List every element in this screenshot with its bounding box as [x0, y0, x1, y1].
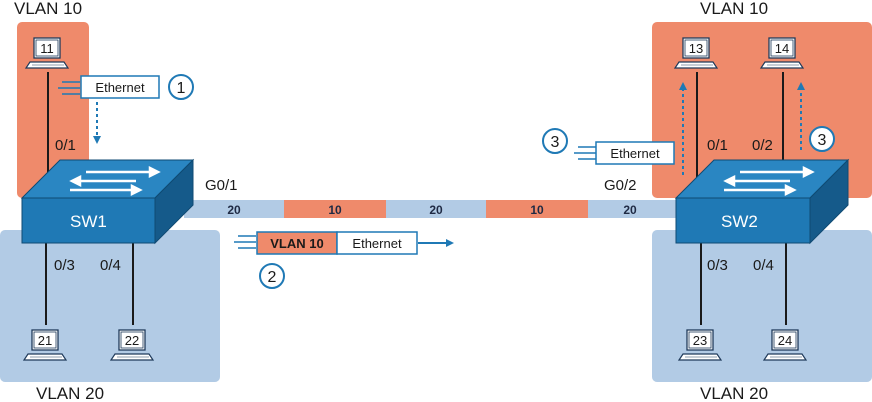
trunk-segment-label: 10 — [328, 203, 342, 217]
sw1-vlan20-label: VLAN 20 — [36, 384, 104, 402]
trunk-segment — [486, 200, 588, 218]
pc-14[interactable]: 14 — [760, 37, 804, 69]
step1-frame-label: Ethernet — [95, 80, 145, 95]
step1-number: 1 — [177, 80, 186, 97]
pc-24-label: 24 — [778, 333, 792, 348]
switch-sw2[interactable]: SW2 — [674, 158, 850, 245]
step3-badge-left: 3 — [542, 128, 568, 154]
port-sw2-03: 0/3 — [707, 257, 728, 274]
trunk-segment — [184, 200, 284, 218]
step2-frame: VLAN 10 Ethernet — [234, 231, 454, 255]
port-sw2-04: 0/4 — [753, 257, 774, 274]
port-sw2-02: 0/2 — [752, 137, 773, 154]
switch-sw1[interactable]: SW1 — [20, 158, 195, 245]
cables — [45, 72, 787, 325]
step1-badge: 1 — [168, 74, 194, 100]
step3-frame-label: Ethernet — [610, 146, 660, 161]
pc-22-label: 22 — [125, 333, 139, 348]
port-sw2-g02: G0/2 — [604, 177, 637, 194]
pc-21[interactable]: 21 — [23, 329, 67, 361]
port-sw1-01: 0/1 — [55, 137, 76, 154]
port-sw1-04: 0/4 — [100, 257, 121, 274]
trunk-segment — [588, 200, 678, 218]
switch-arrows-icon — [723, 165, 815, 197]
step2-number: 2 — [268, 269, 277, 286]
step3-number-right: 3 — [818, 132, 827, 149]
sw2-label: SW2 — [721, 212, 758, 231]
port-sw2-01: 0/1 — [707, 137, 728, 154]
port-sw1-03: 0/3 — [54, 257, 75, 274]
motion-lines-icon — [58, 81, 80, 95]
step3-badge-right: 3 — [809, 126, 835, 152]
motion-lines-icon — [234, 235, 256, 249]
switch-arrows-icon — [69, 165, 161, 197]
trunk-segment — [386, 200, 486, 218]
trunk-segment-label: 20 — [429, 203, 443, 217]
sw2-vlan20-label: VLAN 20 — [700, 384, 768, 402]
trunk-segment — [284, 200, 386, 218]
pc-23[interactable]: 23 — [678, 329, 722, 361]
trunk-segment-label: 20 — [623, 203, 637, 217]
sw1-vlan10-label: VLAN 10 — [14, 0, 82, 18]
step2-tag-label: VLAN 10 — [270, 236, 323, 251]
trunk-segment-label: 10 — [530, 203, 544, 217]
pc-23-label: 23 — [693, 333, 707, 348]
pc-21-label: 21 — [38, 333, 52, 348]
pc-11-label: 11 — [40, 41, 54, 56]
step1-frame: Ethernet — [58, 75, 160, 144]
step2-badge: 2 — [259, 263, 285, 289]
step3-number-left: 3 — [551, 134, 560, 151]
pc-11[interactable]: 11 — [25, 37, 69, 69]
motion-lines-icon — [574, 146, 596, 160]
trunk-segment-label: 20 — [227, 203, 241, 217]
trunk-link: 20 10 20 10 20 — [184, 200, 678, 218]
pc-13-label: 13 — [689, 41, 703, 56]
pc-22[interactable]: 22 — [110, 329, 154, 361]
sw2-vlan10-label: VLAN 10 — [700, 0, 768, 18]
step3-frame: Ethernet — [574, 82, 805, 175]
port-sw1-g01: G0/1 — [205, 177, 238, 194]
pc-13[interactable]: 13 — [674, 37, 718, 69]
pc-14-label: 14 — [775, 41, 789, 56]
pc-24[interactable]: 24 — [763, 329, 807, 361]
sw1-label: SW1 — [70, 212, 107, 231]
step2-frame-label: Ethernet — [352, 236, 402, 251]
